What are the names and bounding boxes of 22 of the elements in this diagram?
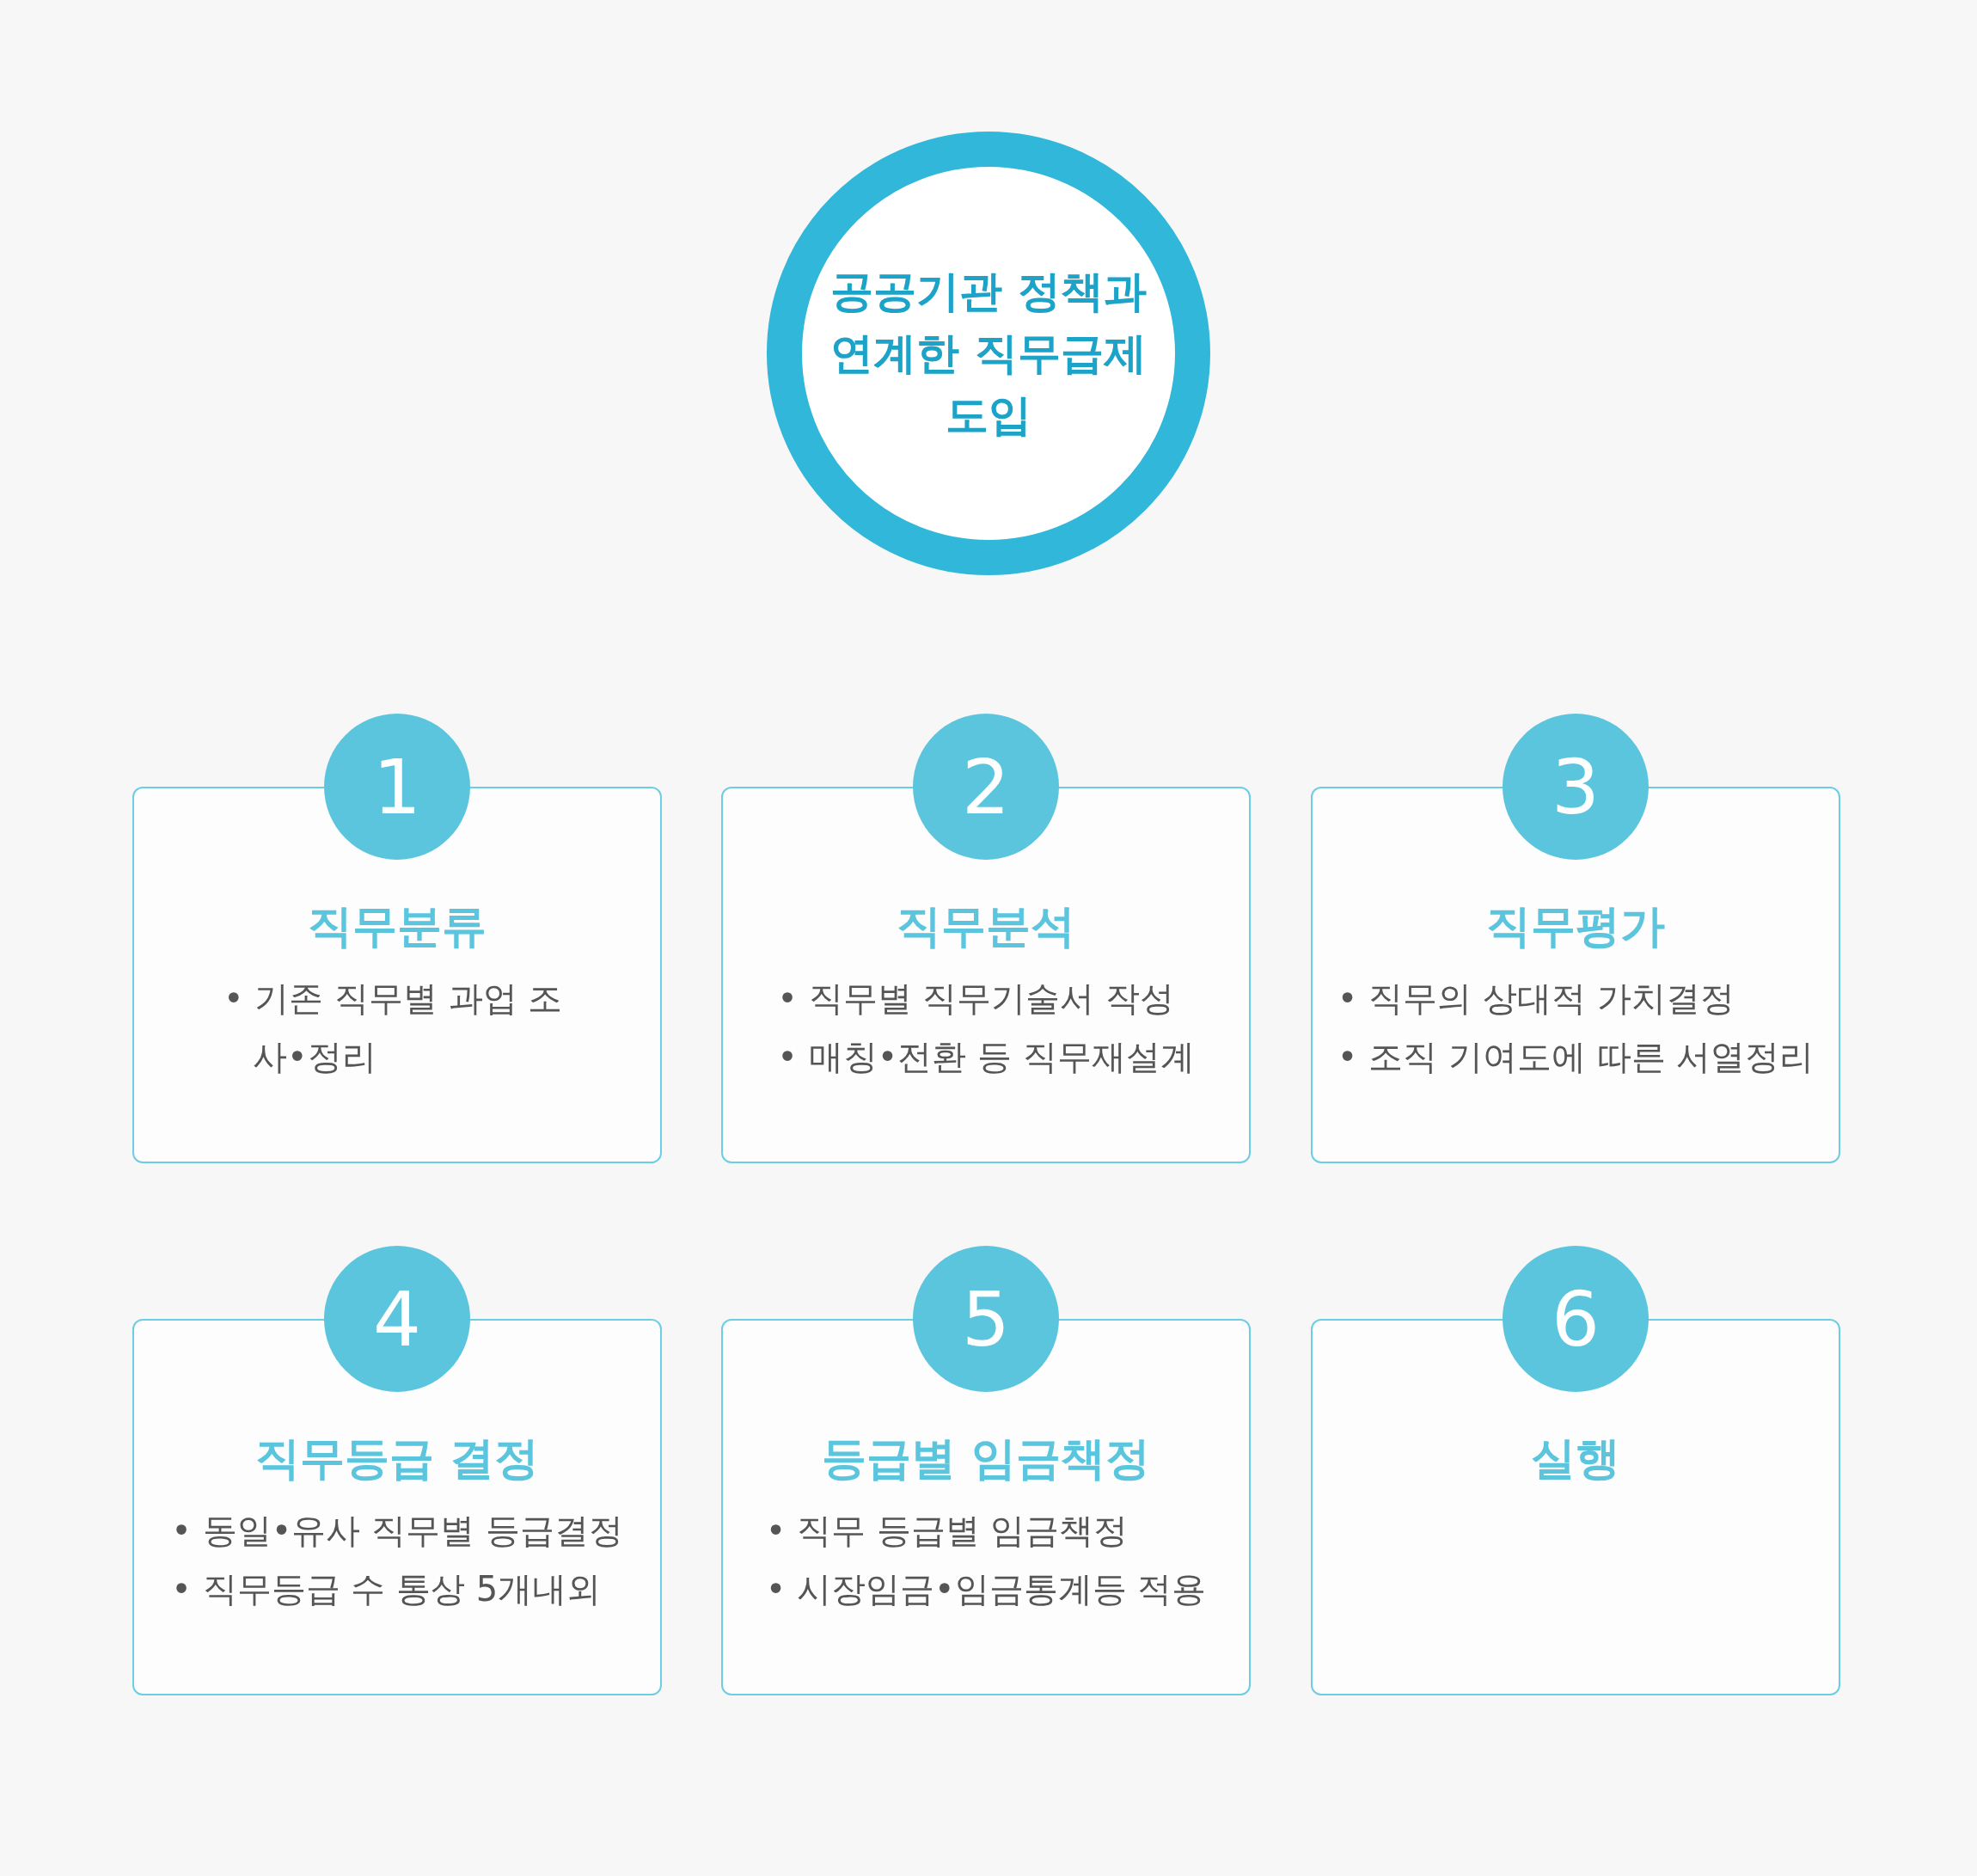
bullet-item: • 직무의 상대적 가치결정 xyxy=(1337,978,1735,1020)
bullet-item: • 기존 직무별 과업 조사•정리 xyxy=(223,978,564,1078)
center-title: 공공기관 정책과 연계한 직무급제 도입 xyxy=(829,266,1148,442)
step-number: 1 xyxy=(324,714,470,860)
bullet-item: • 직무별 직무기술서 작성 xyxy=(777,978,1176,1020)
bullet-item: • 직무 등급별 임금책정 xyxy=(765,1510,1129,1552)
step-title: 직무분류 xyxy=(307,899,487,953)
step-number: 4 xyxy=(324,1246,470,1392)
step-title: 직무등급 결정 xyxy=(254,1432,541,1486)
step-title: 등급별 임금책정 xyxy=(820,1432,1152,1486)
bullet-item: • 동일•유사 직무별 등급결정 xyxy=(171,1510,623,1552)
step-title: 실행 xyxy=(1530,1432,1621,1486)
step-title: 직무평가 xyxy=(1485,899,1666,953)
bullet-item: • 조직 기여도에 따른 서열정리 xyxy=(1337,1036,1815,1078)
step-title: 직무분석 xyxy=(896,899,1076,953)
bullet-item: • 직무등급 수 통상 5개내외 xyxy=(171,1568,603,1610)
step-number: 5 xyxy=(913,1246,1059,1392)
step-number: 2 xyxy=(913,714,1059,860)
step-number: 3 xyxy=(1503,714,1649,860)
bullet-item: • 시장임금•임금통계등 적용 xyxy=(765,1568,1207,1610)
step-number: 6 xyxy=(1503,1246,1649,1392)
bullet-item: • 매칭•전환 등 직무재설계 xyxy=(777,1036,1195,1078)
